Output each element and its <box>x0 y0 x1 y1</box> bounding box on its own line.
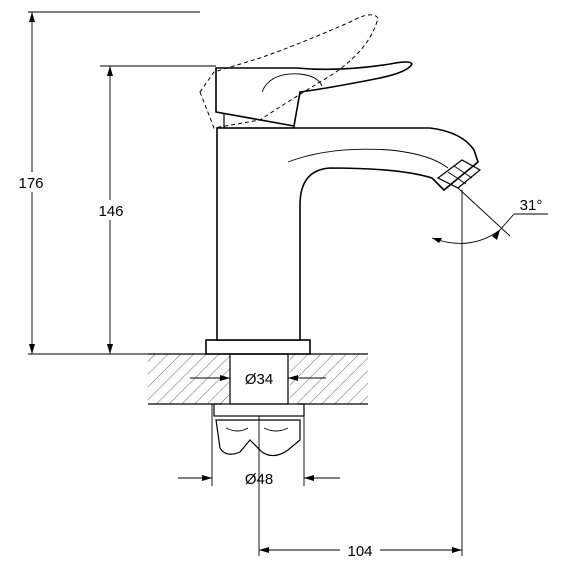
dim-angle-label: 31° <box>520 197 543 214</box>
dim-total-height-label: 176 <box>18 175 43 192</box>
dim-total-height: 176 <box>12 12 50 354</box>
extension-lines <box>28 11 216 355</box>
dim-hole-diameter: Ø34 <box>190 368 326 388</box>
dim-hole-diameter-label: Ø34 <box>245 371 273 388</box>
handle <box>199 14 413 129</box>
countertop <box>148 353 368 405</box>
dim-spout-reach: 104 <box>258 190 463 560</box>
dim-spout-height: 146 <box>92 66 130 354</box>
dim-angle: 31° <box>431 187 548 244</box>
dim-spout-height-label: 146 <box>98 203 123 220</box>
dim-spout-reach-label: 104 <box>347 543 372 560</box>
